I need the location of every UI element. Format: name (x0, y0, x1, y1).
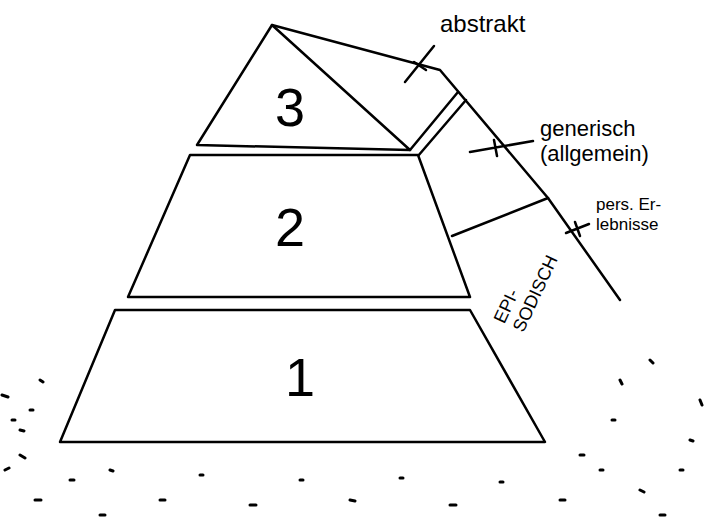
pyramid-band: 2 (120, 150, 480, 302)
level-label: abstrakt (440, 10, 550, 38)
side-divider (452, 198, 548, 236)
band-shape (60, 310, 545, 442)
note-label: pers. Er- lebnisse (596, 195, 678, 234)
leader-line (405, 46, 434, 82)
leader-line (470, 140, 533, 156)
level-number: 1 (285, 348, 315, 407)
side-divider (410, 92, 466, 156)
level-number: 3 (275, 78, 305, 137)
level-number: 2 (275, 198, 305, 257)
pyramid-band: 3 (190, 22, 420, 152)
band-shape (197, 25, 410, 150)
pyramid-band: 1 (55, 305, 550, 447)
leader-line (566, 222, 589, 236)
band-shape (128, 155, 470, 297)
side-label: EPI- SODISCH (490, 235, 566, 336)
level-label: generisch (allgemein) (540, 116, 665, 167)
